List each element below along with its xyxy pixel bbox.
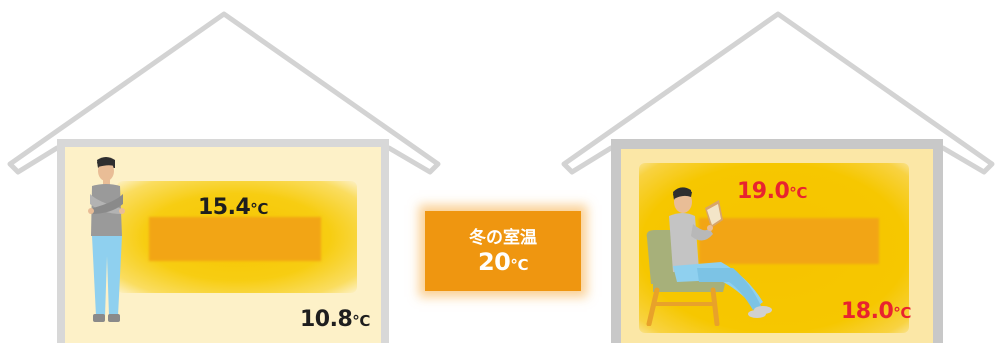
right-roof	[561, 11, 995, 175]
right-upper-temp: 19.0℃	[737, 179, 807, 204]
left-roof	[7, 11, 441, 175]
winter-room-temp-label: 冬の室温 20℃	[425, 211, 581, 291]
left-upper-temp: 15.4℃	[198, 195, 268, 220]
winter-room-temp-title: 冬の室温	[469, 228, 537, 248]
left-lower-temp: 10.8℃	[300, 307, 370, 332]
person-cold-icon	[88, 157, 125, 322]
left-warm-core	[149, 217, 321, 261]
winter-room-temp-value: 20℃	[477, 248, 529, 276]
person-reading-icon	[646, 187, 772, 326]
right-lower-temp: 18.0℃	[841, 299, 911, 324]
right-warm-core	[699, 218, 879, 264]
